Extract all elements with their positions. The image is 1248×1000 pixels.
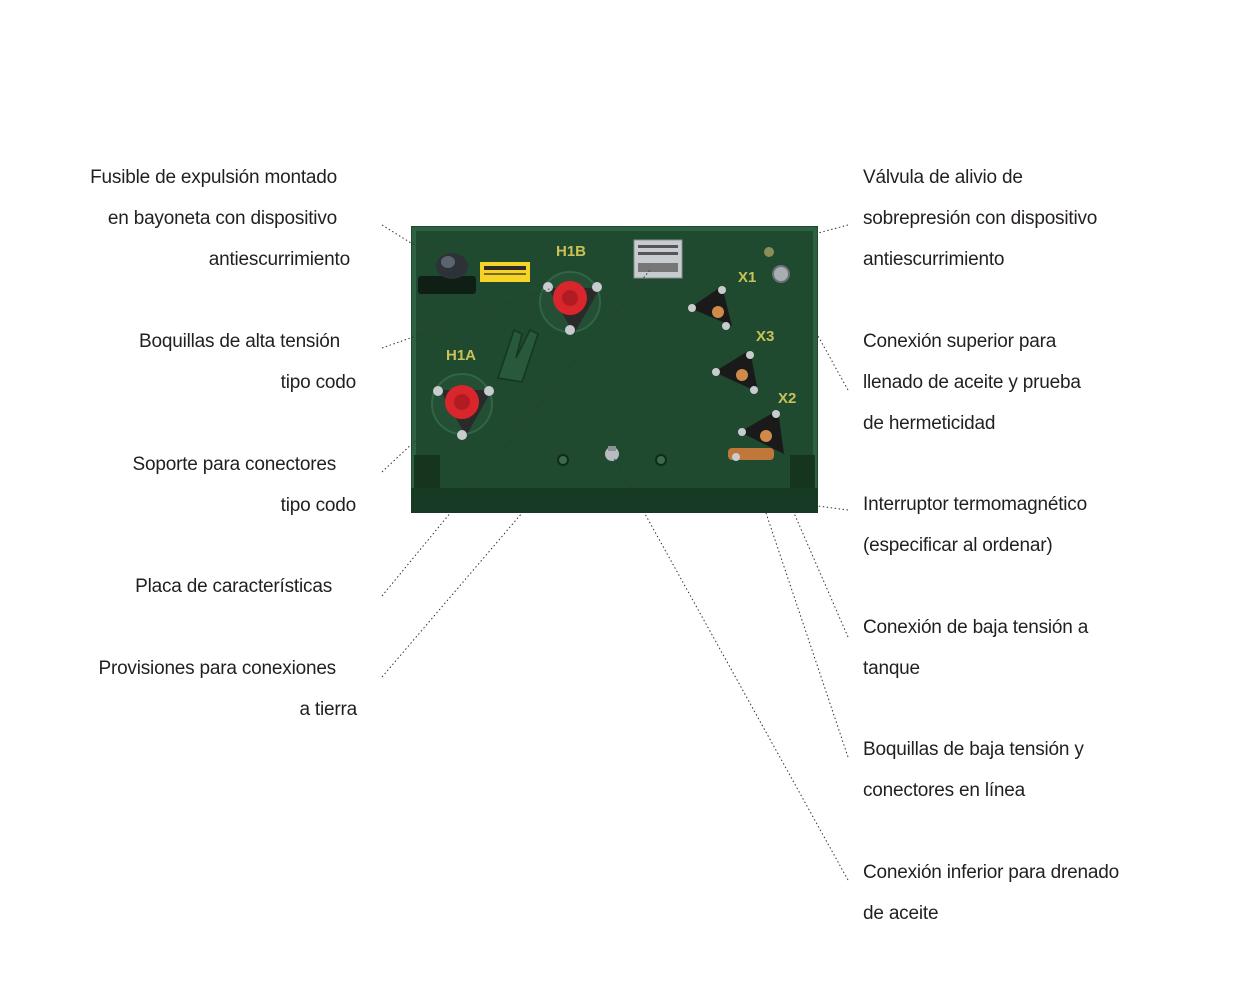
nameplate: [633, 239, 683, 279]
label-lv-tank-connection: Conexión de baja tensión a tanque: [863, 607, 1088, 689]
label-line: de aceite: [863, 903, 939, 924]
label-parking-stand: Soporte para conectores tipo codo: [132, 444, 357, 526]
label-line: Boquillas de alta tensión: [139, 331, 340, 352]
left-support: [414, 455, 440, 488]
label-line: Fusible de expulsión montado: [90, 167, 337, 188]
label-line: tipo codo: [280, 372, 357, 393]
label-line: Conexión inferior para drenado: [863, 862, 1119, 883]
h1b-tag: H1B: [556, 243, 586, 260]
label-line: sobrepresión con dispositivo: [863, 208, 1098, 229]
label-nameplate: Placa de características: [135, 566, 332, 607]
bushing-x3: [712, 350, 758, 394]
x2-tag: X2: [778, 390, 796, 407]
bushing-x2: [728, 410, 784, 461]
tank-body: [411, 226, 818, 513]
label-top-fill-connection: Conexión superior para llenado de aceite…: [863, 321, 1081, 444]
tank-base: [411, 488, 818, 513]
label-ground-provisions: Provisiones para conexiones a tierra: [98, 648, 357, 730]
x1-tag: X1: [738, 269, 756, 286]
label-line: Válvula de alivio de: [863, 167, 1023, 188]
h1a-tag: H1A: [446, 347, 476, 364]
label-hv-bushings: Boquillas de alta tensión tipo codo: [139, 321, 356, 403]
label-line: Soporte para conectores: [132, 454, 337, 475]
label-expulsion-fuse: Fusible de expulsión montado en bayoneta…: [90, 157, 350, 280]
label-line: tanque: [863, 658, 920, 679]
label-bottom-drain: Conexión inferior para drenado de aceite: [863, 852, 1119, 934]
label-line: en bayoneta con dispositivo: [107, 208, 337, 229]
right-support: [790, 455, 815, 488]
label-line: tipo codo: [280, 495, 357, 516]
label-line: de hermeticidad: [863, 413, 996, 434]
label-line: antiescurrimiento: [863, 249, 1005, 270]
label-line: Conexión de baja tensión a: [863, 617, 1089, 638]
label-line: Conexión superior para: [863, 331, 1057, 352]
bushing-x1: [688, 286, 732, 330]
label-line: llenado de aceite y prueba: [863, 372, 1081, 393]
pressure-relief-valve: [764, 247, 790, 283]
label-line: Placa de características: [135, 576, 332, 597]
label-line: a tierra: [299, 699, 357, 720]
label-line: antiescurrimiento: [208, 249, 350, 270]
label-line: (especificar al ordenar): [863, 535, 1053, 556]
x3-tag: X3: [756, 328, 774, 345]
label-thermomagnetic-breaker: Interruptor termomagnético (especificar …: [863, 484, 1087, 566]
label-relief-valve: Válvula de alivio de sobrepresión con di…: [863, 157, 1097, 280]
label-line: conectores en línea: [863, 780, 1026, 801]
ground-pad-left: [557, 454, 569, 466]
label-line: Interruptor termomagnético: [863, 494, 1087, 515]
label-line: Provisiones para conexiones: [98, 658, 336, 679]
ground-pad-right: [655, 454, 667, 466]
label-line: Boquillas de baja tensión y: [863, 739, 1084, 760]
caution-label: [480, 262, 530, 282]
label-lv-bushings: Boquillas de baja tensión y conectores e…: [863, 729, 1084, 811]
